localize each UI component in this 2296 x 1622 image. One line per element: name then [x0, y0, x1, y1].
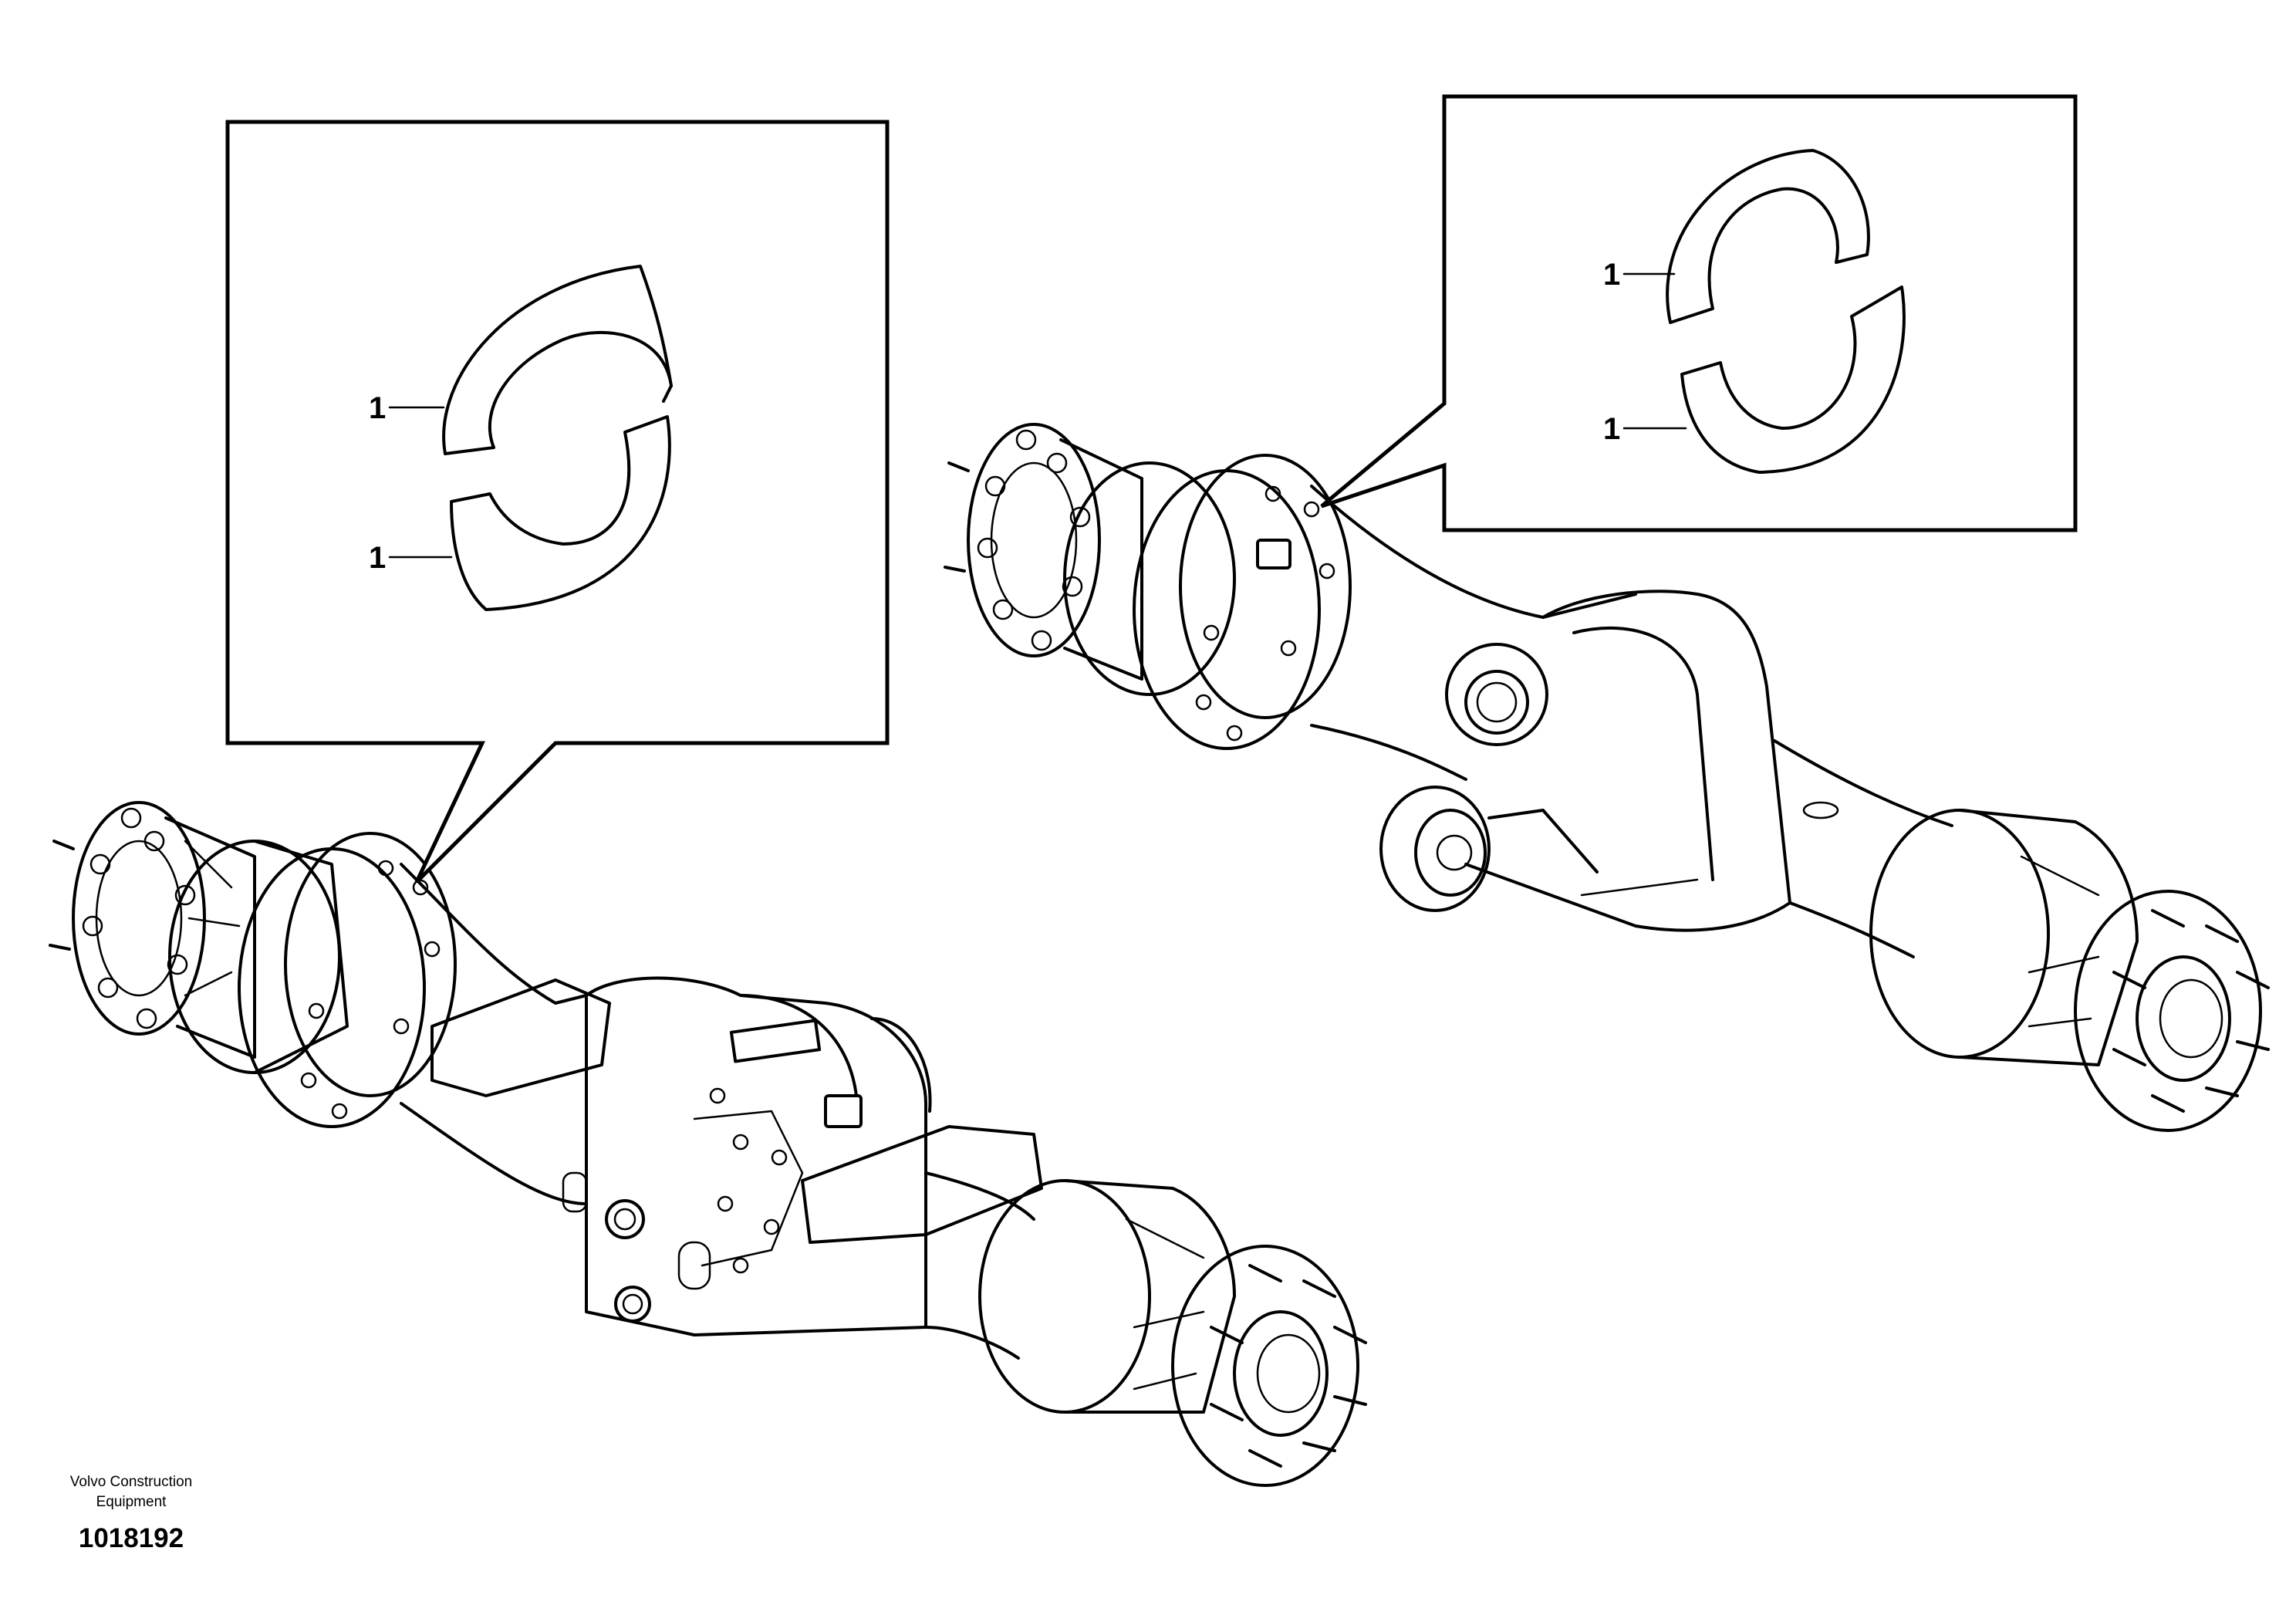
shim-lower-half [1680, 286, 1906, 474]
shim-lower-half [450, 415, 671, 611]
front-axle-illustration [49, 801, 1367, 1487]
shim-upper-half [1666, 149, 1870, 324]
shim-upper-half [442, 265, 673, 455]
right-detail-callout: 1 1 [1320, 94, 2078, 532]
callout-label-upper: 1 [1603, 258, 1620, 292]
rear-axle-illustration [944, 423, 2270, 1132]
callout-label-lower: 1 [1603, 412, 1620, 446]
left-detail-callout: 1 1 [225, 120, 890, 884]
callout-label-upper: 1 [369, 391, 386, 425]
drawing-footer: Volvo Construction Equipment 1018192 [31, 1472, 231, 1554]
callout-label-lower: 1 [369, 541, 386, 575]
document-number: 1018192 [78, 1523, 184, 1553]
manufacturer-name: Volvo Construction Equipment [69, 1474, 193, 1510]
